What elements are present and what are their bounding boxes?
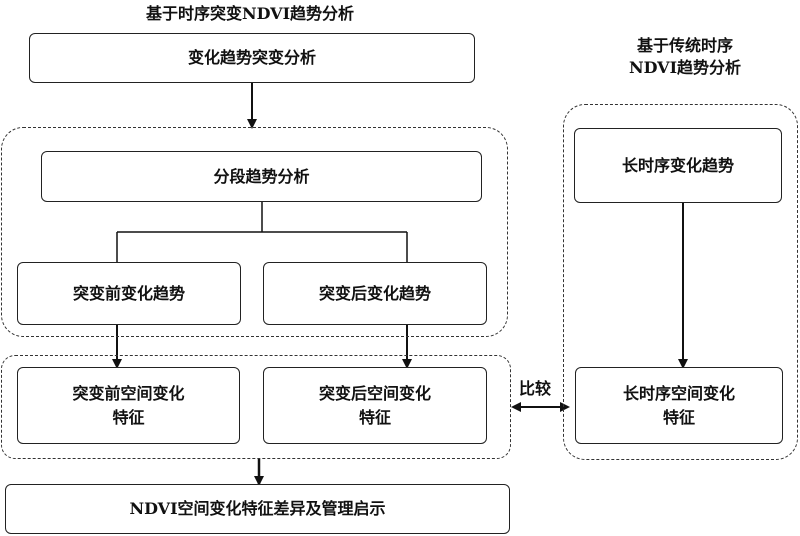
left-heading: 基于时序突变NDVI趋势分析: [145, 4, 355, 23]
pre-spatial-line2: 特征: [112, 407, 145, 427]
final-conclusion-box: NDVI空间变化特征差异及管理启示: [5, 484, 510, 534]
post-spatial-line1: 突变后空间变化: [318, 383, 431, 403]
long-spatial-line1: 长时序空间变化: [622, 383, 735, 403]
pre-spatial-features-box: 突变前空间变化 特征: [17, 367, 240, 444]
compare-label: 比较: [519, 379, 552, 398]
right-heading: 基于传统时序 NDVI趋势分析: [585, 35, 785, 79]
post-spatial-line2: 特征: [358, 407, 391, 427]
long-spatial-line2: 特征: [662, 407, 695, 427]
segmented-analysis-group: [1, 127, 508, 337]
long-trend-box: 长时序变化趋势: [574, 128, 782, 203]
change-trend-abrupt-box: 变化趋势突变分析: [29, 33, 475, 83]
traditional-analysis-group: [563, 104, 798, 460]
segmented-trend-box: 分段趋势分析: [41, 151, 482, 202]
pre-abrupt-trend-box: 突变前变化趋势: [17, 262, 241, 325]
right-heading-line1: 基于传统时序: [636, 36, 733, 55]
post-spatial-features-box: 突变后空间变化 特征: [263, 367, 487, 444]
post-abrupt-trend-box: 突变后变化趋势: [263, 262, 487, 325]
spatial-features-group: [1, 355, 511, 459]
long-spatial-features-box: 长时序空间变化 特征: [575, 367, 783, 444]
pre-spatial-line1: 突变前空间变化: [72, 383, 185, 403]
right-heading-line2: NDVI趋势分析: [628, 58, 742, 77]
